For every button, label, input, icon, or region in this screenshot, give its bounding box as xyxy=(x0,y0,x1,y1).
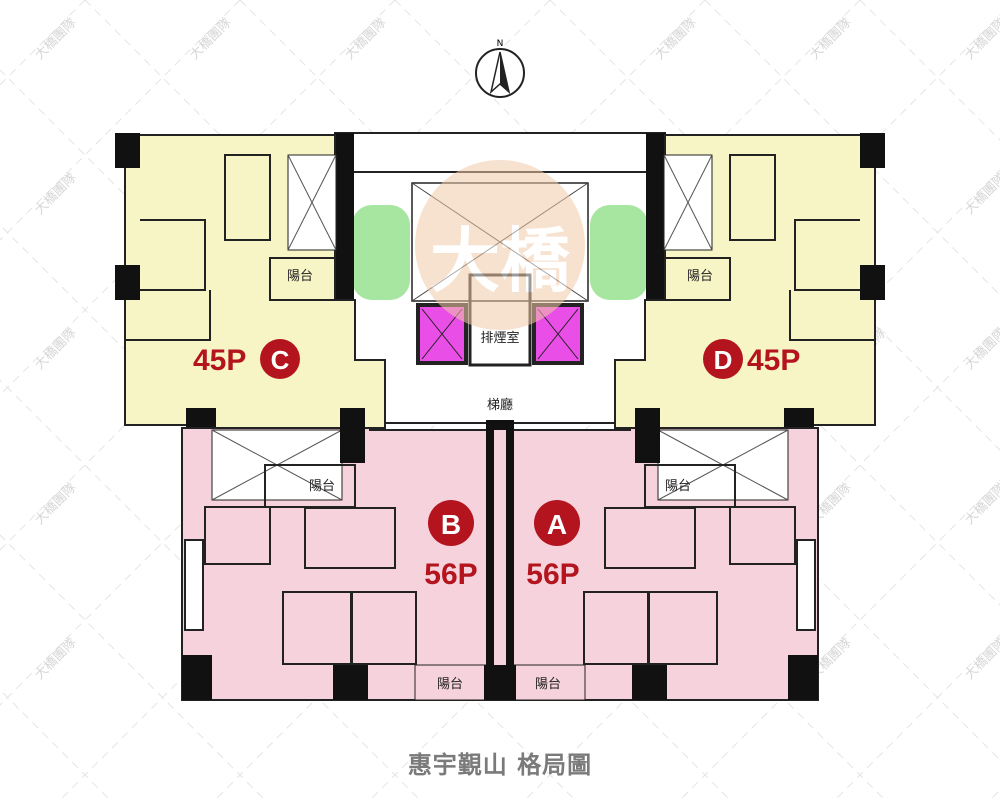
watermark-text: 大橋團隊 xyxy=(962,15,1000,63)
balcony-label-c: 陽台 xyxy=(287,269,313,284)
balcony-label-b-south: 陽台 xyxy=(437,677,463,692)
stairs-left xyxy=(352,205,410,300)
watermark-text: 大橋團隊 xyxy=(32,635,80,683)
unit-c xyxy=(115,133,386,430)
watermark-line xyxy=(0,0,396,396)
watermark-text: 大橋團隊 xyxy=(187,15,235,63)
unit-c-size: 45P xyxy=(193,344,246,377)
unit-d-badge: D 45P xyxy=(703,339,800,379)
stairs-right xyxy=(590,205,648,300)
smoke-room-label: 排煙室 xyxy=(480,330,519,346)
watermark-line xyxy=(834,634,1000,800)
watermark-line xyxy=(0,0,241,241)
page-title: 惠宇覲山 格局圖 xyxy=(407,751,593,779)
unit-a-size: 56P xyxy=(526,558,579,591)
elevator-lobby-label: 梯廳 xyxy=(487,397,513,413)
watermark-text: 大橋團隊 xyxy=(32,480,80,528)
watermark-text: 大橋團隊 xyxy=(962,170,1000,218)
balcony-label-b: 陽台 xyxy=(309,479,335,494)
unit-d-size: 45P xyxy=(747,344,800,377)
unit-d-letter: D xyxy=(714,345,733,375)
unit-d xyxy=(614,133,885,430)
watermark-line xyxy=(0,689,111,800)
logo-watermark: 大橋 xyxy=(415,160,585,330)
watermark-line xyxy=(859,0,1000,141)
watermark-text: 大橋團隊 xyxy=(32,170,80,218)
unit-a-badge: A 56P xyxy=(526,500,580,591)
watermark-line xyxy=(0,534,266,800)
unit-a-letter: A xyxy=(547,509,567,540)
watermark-text: 大橋團隊 xyxy=(342,15,390,63)
watermark-text: 大橋團隊 xyxy=(962,480,1000,528)
watermark-text: 大橋團隊 xyxy=(962,635,1000,683)
watermark-text: 大橋團隊 xyxy=(652,15,700,63)
watermark-text: 大橋團隊 xyxy=(32,15,80,63)
unit-a xyxy=(499,408,819,701)
unit-b-badge: B 56P xyxy=(424,500,478,591)
watermark-text: 大橋團隊 xyxy=(32,325,80,373)
watermark-text: 大橋團隊 xyxy=(962,325,1000,373)
unit-b-letter: B xyxy=(441,509,461,540)
watermark-line xyxy=(549,0,1000,451)
balcony-label-a-south: 陽台 xyxy=(535,677,561,692)
logo-text: 大橋 xyxy=(430,220,571,302)
compass-north-label: N xyxy=(497,39,504,49)
unit-b xyxy=(181,408,501,701)
unit-c-letter: C xyxy=(271,345,290,375)
watermark-text: 大橋團隊 xyxy=(807,15,855,63)
unit-b-size: 56P xyxy=(424,558,477,591)
balcony-label-d: 陽台 xyxy=(687,269,713,284)
balcony-label-a: 陽台 xyxy=(665,479,691,494)
unit-c-badge: 45P C xyxy=(193,339,300,379)
watermark-line xyxy=(704,0,1000,296)
north-compass: N xyxy=(475,39,525,98)
watermark-line xyxy=(989,789,1000,800)
